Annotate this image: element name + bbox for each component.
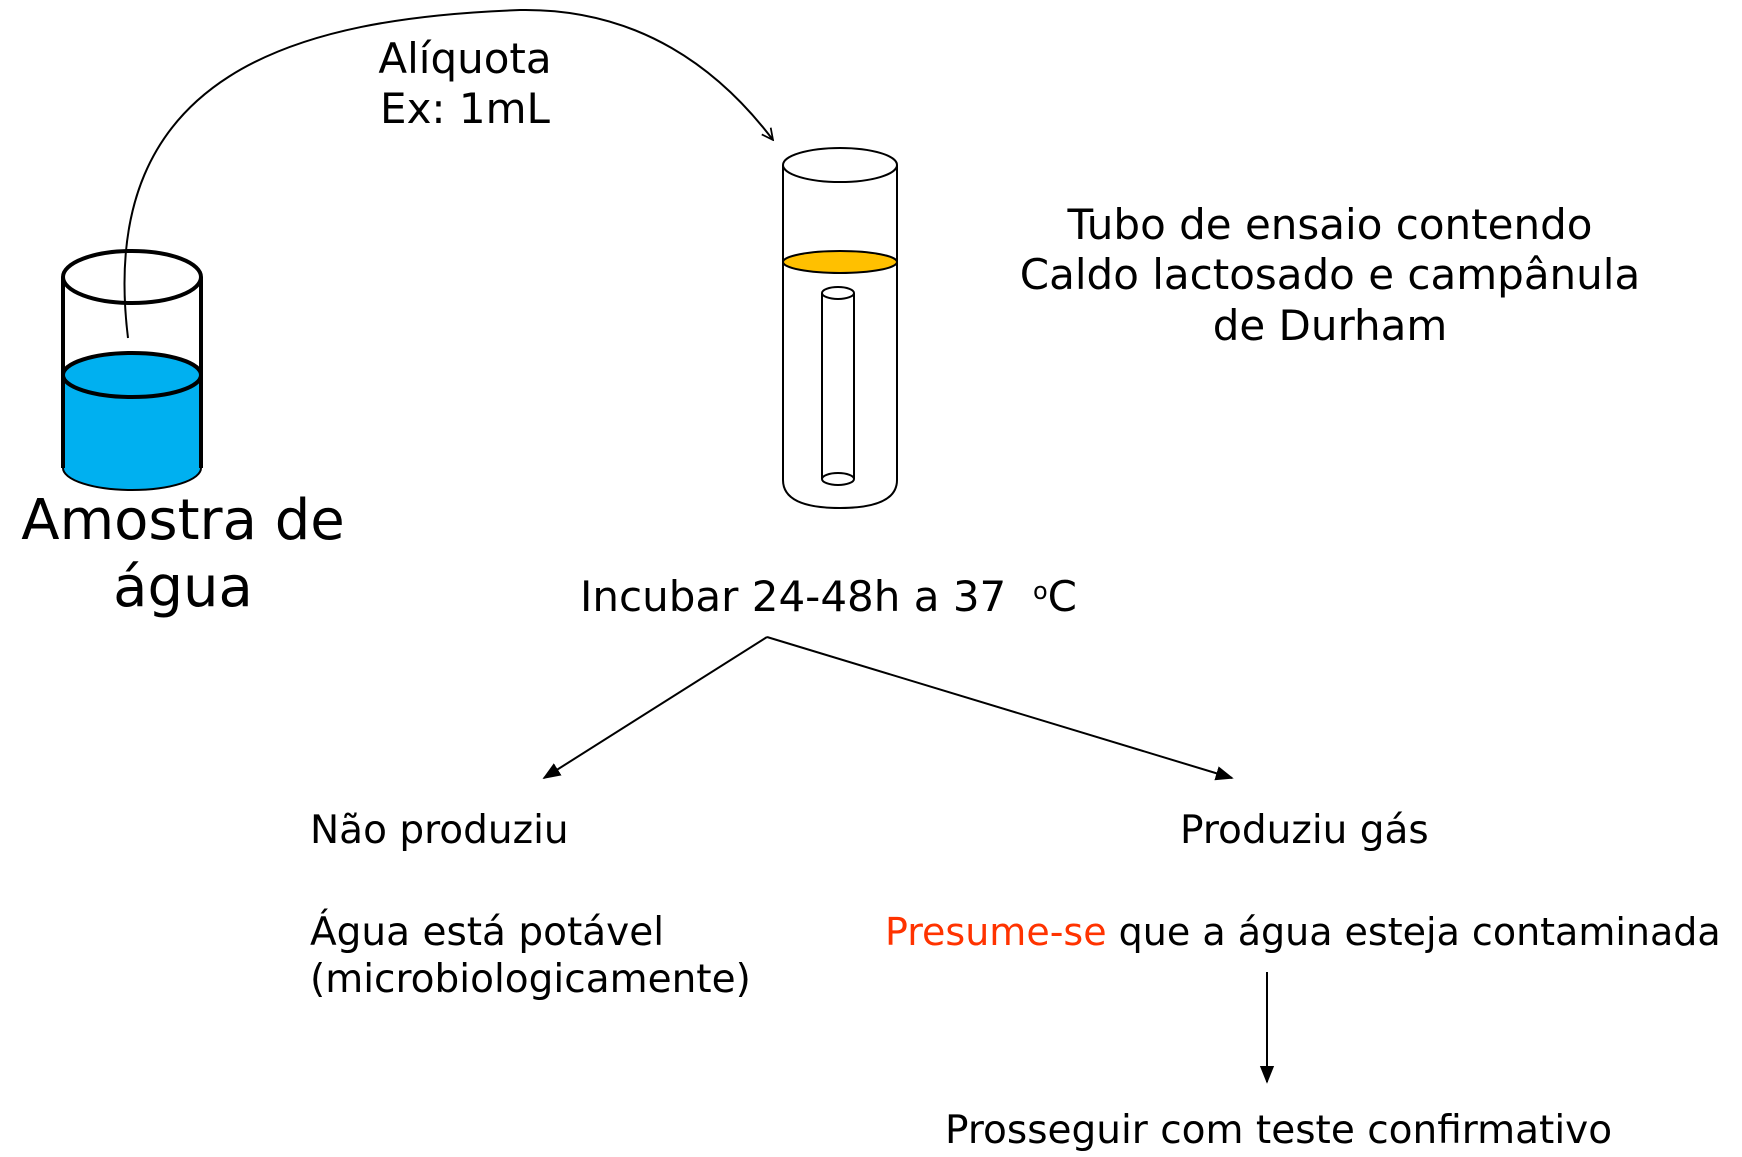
positive-title: Produziu gás (1180, 808, 1429, 853)
next-step-label: Prosseguir com teste confirmativo (945, 1108, 1613, 1153)
arrow-to-positive (766, 636, 1234, 781)
water-surface (61, 351, 203, 399)
negative-result: Água está potável (microbiologicamente) (310, 910, 751, 1004)
arrow-to-negative (542, 636, 768, 779)
tube-description: Tubo de ensaio contendo Caldo lactosado … (995, 200, 1665, 351)
positive-result: Presume-se que a água esteja contaminada (885, 910, 1721, 956)
negative-line2: (microbiologicamente) (310, 956, 751, 1002)
aliquot-line2: Ex: 1mL (380, 84, 550, 134)
positive-rest: que a água esteja contaminada (1106, 910, 1721, 954)
sample-beaker (61, 249, 203, 491)
aliquot-line1: Alíquota (378, 34, 552, 83)
durham-tube (821, 286, 855, 486)
beaker-rim (61, 249, 203, 305)
tube-opening (782, 147, 898, 183)
broth-surface (782, 250, 898, 274)
test-tube (782, 147, 898, 510)
presume-highlight: Presume-se (885, 910, 1107, 954)
negative-title: Não produziu (310, 808, 569, 853)
incubation-text: Incubar 24-48h a 37 (580, 572, 1007, 621)
tube-line1: Tubo de ensaio contendo (1067, 200, 1593, 249)
sample-line1: Amostra de (21, 488, 345, 553)
tube-line2: Caldo lactosado e campânula (1019, 250, 1641, 300)
degree-symbol: o (1032, 577, 1048, 605)
sample-label: Amostra de água (0, 487, 366, 621)
temperature-unit: C (1047, 572, 1077, 621)
incubation-label: Incubar 24-48h a 37 oC (580, 572, 1077, 622)
aliquot-arrow (123, 8, 773, 339)
sample-line2: água (113, 555, 253, 621)
aliquot-label: Alíquota Ex: 1mL (355, 34, 575, 135)
tube-line3: de Durham (1212, 300, 1448, 350)
negative-line1: Água está potável (310, 910, 665, 955)
